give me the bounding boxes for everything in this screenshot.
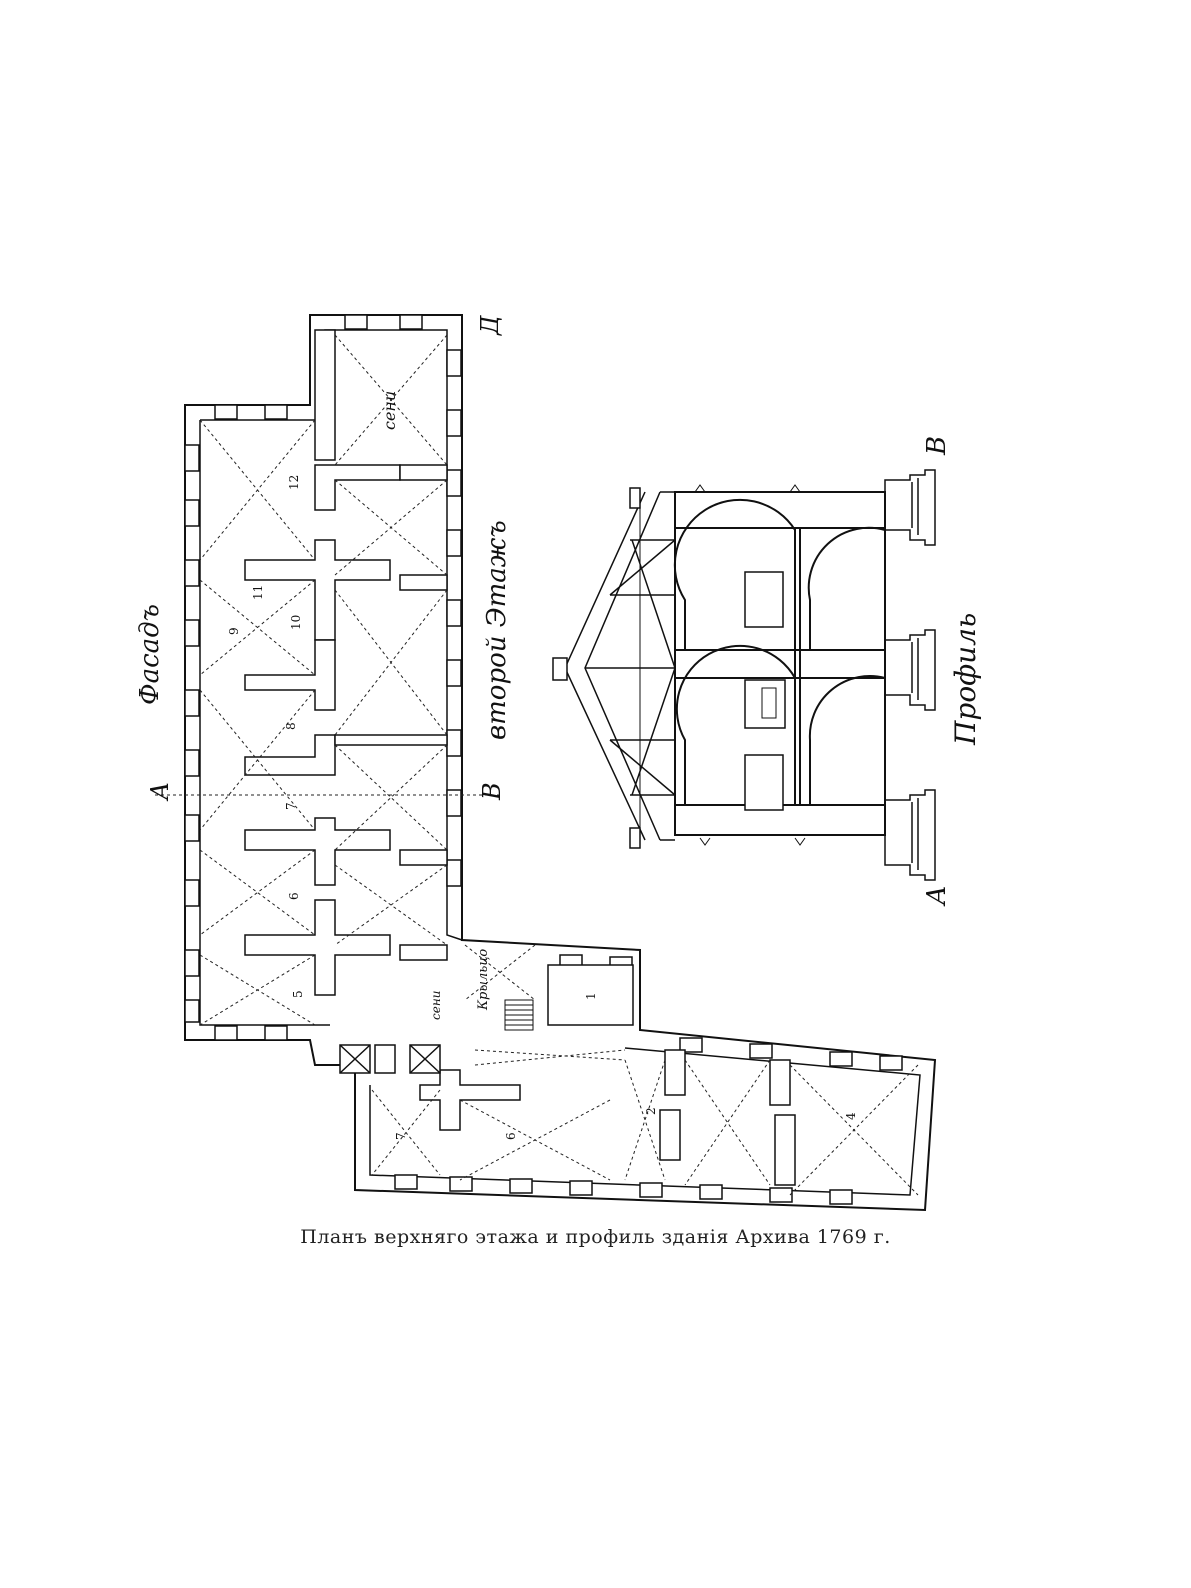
room-number: 5 — [291, 990, 305, 998]
window — [744, 571, 784, 628]
vault-arch — [675, 644, 796, 805]
figure-caption: Планъ верхняго этажа и профиль зданія Ар… — [300, 1226, 891, 1248]
window — [744, 754, 784, 811]
room-number: 6 — [287, 892, 301, 900]
small-label-porch: Крыльцо — [476, 949, 491, 1011]
room-number: 9 — [227, 627, 241, 635]
vault-arch — [808, 675, 886, 805]
section-mark-d-plan: Д — [476, 315, 504, 336]
room-number: 1 — [584, 992, 598, 1000]
foundation-steps — [884, 469, 936, 881]
floor-plan — [155, 314, 937, 1212]
room-number: 10 — [289, 615, 303, 630]
vault-diagonals — [155, 334, 919, 1196]
room-number: 11 — [251, 585, 265, 600]
window — [744, 679, 786, 729]
section-mark-b-plan: В — [478, 782, 506, 801]
plan-inner-wall — [200, 329, 463, 941]
small-label-seni: сени — [429, 991, 443, 1020]
room-number: 7 — [394, 1132, 408, 1140]
roof-truss — [564, 491, 676, 841]
stair — [504, 999, 534, 1031]
section-wall-middle — [674, 649, 886, 679]
cross-piers — [244, 329, 796, 1186]
entry-label: сени — [380, 391, 399, 430]
finial — [552, 657, 568, 681]
floor-label: второй Этажъ — [482, 520, 512, 740]
facade-label: Фасадъ — [135, 604, 165, 705]
wall-piers — [184, 314, 903, 1205]
room-number: 7 — [284, 802, 298, 810]
section-mark-a-profile: А — [922, 885, 952, 907]
profile-section — [552, 469, 936, 881]
section-wall-top — [674, 491, 886, 529]
room-number: 2 — [644, 1107, 658, 1115]
room-numbers: 12 11 9 10 8 7 6 5 1 2 4 6 7 — [227, 475, 858, 1140]
profile-label: Профиль — [949, 613, 982, 746]
room-1 — [547, 964, 634, 1026]
section-mark-b-profile: В — [922, 436, 952, 456]
room-number: 4 — [844, 1112, 858, 1120]
room-number: 12 — [287, 475, 301, 490]
section-mark-a-plan: А — [146, 782, 174, 802]
room-number: 6 — [504, 1132, 518, 1140]
crossed-cells — [339, 1044, 441, 1074]
vault-arch — [807, 526, 886, 650]
room-number: 8 — [284, 722, 298, 730]
